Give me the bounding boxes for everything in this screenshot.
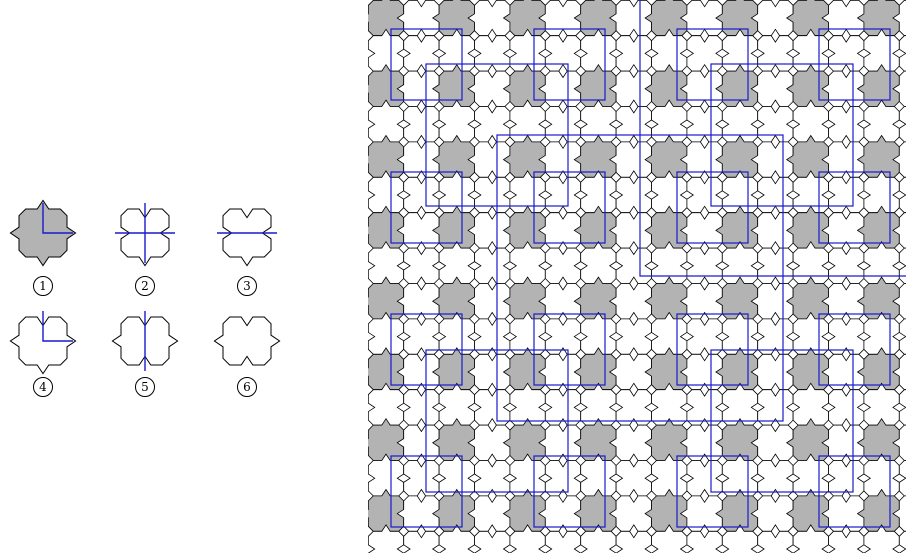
tiling-tile	[475, 248, 510, 283]
tile-label-3: 3	[237, 276, 257, 296]
tiling-tile	[758, 107, 793, 142]
tiling-tile	[616, 107, 651, 142]
tiling-tile	[829, 390, 864, 425]
tiling-tile	[687, 177, 722, 212]
tiling-tile	[545, 107, 580, 142]
tiling-tile	[404, 107, 439, 142]
tile-3	[217, 209, 277, 266]
tiling-tile	[687, 531, 722, 553]
tiling-tile	[404, 319, 439, 354]
tiling-tile	[829, 36, 864, 71]
tiling-tile	[545, 390, 580, 425]
tiling-tile	[829, 531, 864, 553]
tiling-tile	[475, 177, 510, 212]
tile-shape	[214, 317, 279, 365]
tiling-grid	[368, 0, 906, 553]
tiling-tile	[404, 248, 439, 283]
tiling-tile	[404, 531, 439, 553]
tile-label-5: 5	[135, 377, 155, 397]
tile-1	[10, 200, 75, 265]
tiling-tile	[475, 390, 510, 425]
tiling-tile	[758, 531, 793, 553]
tiling-tile	[475, 107, 510, 142]
tile-2	[115, 203, 175, 266]
tiling-tile	[687, 461, 722, 496]
tile-label-4: 4	[33, 377, 53, 397]
tile-5	[112, 311, 177, 371]
tiling-tile	[545, 36, 580, 71]
tile-legend	[0, 0, 340, 553]
tiling-tile	[475, 531, 510, 553]
tiling-tile	[899, 390, 906, 425]
tiling-tile	[829, 461, 864, 496]
tiling-tile	[545, 319, 580, 354]
tiling-tile	[404, 461, 439, 496]
tiling-tile	[687, 248, 722, 283]
tiling-tile	[899, 177, 906, 212]
tiling-tile	[616, 36, 651, 71]
tiling-tile	[687, 107, 722, 142]
tiling-tile	[404, 390, 439, 425]
tiling-tile	[545, 531, 580, 553]
tile-label-1: 1	[33, 276, 53, 296]
tiling-tile	[545, 248, 580, 283]
tiling-tile	[616, 461, 651, 496]
tile-legend-drawing	[0, 0, 340, 553]
tiling-tile	[616, 531, 651, 553]
tiling-tile	[829, 177, 864, 212]
tile-label-6: 6	[237, 377, 257, 397]
tiling-tile	[475, 36, 510, 71]
tiling-tile	[758, 390, 793, 425]
tiling-tile	[687, 319, 722, 354]
tiling-tile	[545, 461, 580, 496]
tiling-tile	[404, 177, 439, 212]
tiling-tile	[829, 107, 864, 142]
tiling-tile	[758, 177, 793, 212]
tiling-tile	[829, 248, 864, 283]
tiling-tile	[899, 319, 906, 354]
tiling-tile	[475, 461, 510, 496]
tiling-tile	[687, 390, 722, 425]
tiling-tile	[404, 36, 439, 71]
tile-label-2: 2	[135, 276, 155, 296]
tiling-tile	[475, 319, 510, 354]
tiling-drawing	[368, 0, 906, 553]
tile-shape	[223, 209, 271, 266]
tiling-tile	[899, 36, 906, 71]
tiling-tile	[899, 461, 906, 496]
tiling-tile	[758, 248, 793, 283]
tiling-tile	[758, 319, 793, 354]
tiling-tile	[899, 531, 906, 553]
tiling-tile	[687, 36, 722, 71]
tiling-tile	[545, 177, 580, 212]
tiling-tile	[616, 390, 651, 425]
tiling-tile	[758, 36, 793, 71]
tiling-tile	[616, 248, 651, 283]
tiling-tile	[616, 319, 651, 354]
tiling-tile	[899, 248, 906, 283]
tile-6	[214, 317, 279, 365]
tiling-tile	[829, 319, 864, 354]
tiling-tile	[758, 461, 793, 496]
tiling-tile	[616, 177, 651, 212]
tiling-tile	[899, 107, 906, 142]
tile-4	[10, 311, 75, 374]
